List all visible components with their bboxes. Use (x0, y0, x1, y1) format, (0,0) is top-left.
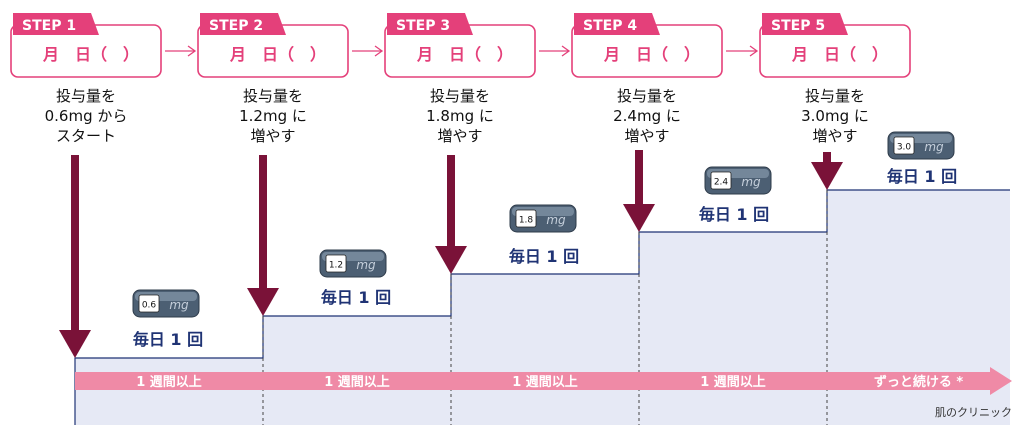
down-arrow-head (435, 246, 467, 274)
dose-pen: 0.6 mg (132, 289, 200, 318)
down-arrow-head (247, 288, 279, 316)
date-field: 月 日（ ） (42, 45, 139, 64)
dose-unit: mg (356, 258, 376, 272)
step-tag-label: STEP 4 (583, 18, 637, 34)
step-instruction: 増やす (437, 127, 482, 145)
down-arrow-head (59, 330, 91, 358)
duration-band: 1 週間以上 1 週間以上 1 週間以上 1 週間以上 ずっと続ける * (75, 367, 1012, 395)
step-instruction: 2.4mg に (613, 107, 681, 125)
date-field: 月 日（ ） (603, 45, 700, 64)
connector-head (749, 45, 759, 57)
down-arrow-shaft (259, 155, 267, 290)
dose-pen: 3.0 mg (887, 131, 955, 160)
dose-pen: 2.4 mg (704, 166, 772, 195)
step-tag-label: STEP 3 (396, 18, 450, 34)
connector-head (187, 45, 197, 57)
date-field: 月 日（ ） (416, 45, 513, 64)
frequency-label: 毎日 1 回 (509, 247, 579, 266)
dose-window (893, 136, 915, 155)
duration-arrow (75, 367, 1012, 395)
down-arrow-shaft (447, 155, 455, 248)
dose-unit: mg (924, 140, 944, 154)
step-tag-label: STEP 5 (771, 18, 825, 34)
duration-label: 1 週間以上 (324, 375, 390, 390)
step-instruction: 増やす (250, 127, 295, 145)
step-instruction: スタート (56, 127, 116, 145)
step-tag (13, 13, 99, 35)
dose-window (710, 171, 732, 190)
frequency-label: 毎日 1 回 (887, 167, 957, 186)
staircase-fill (75, 190, 1010, 425)
credit-text: 肌のクリニック (935, 406, 1012, 419)
step-instruction: 1.2mg に (239, 107, 307, 125)
dose-badges: 0.6 mg 毎日 1 回 1.2 mg 毎日 1 回 1.8 mg 毎日 1 回 2.4 mg 毎日… (132, 131, 957, 349)
dose-value: 1.2 (329, 261, 343, 271)
duration-label: 1 週間以上 (700, 375, 766, 390)
frequency-label: 毎日 1 回 (699, 205, 769, 224)
step-instruction: 投与量を (805, 87, 865, 105)
dose-unit: mg (546, 213, 566, 227)
dose-window (515, 209, 537, 228)
down-arrows (59, 150, 843, 358)
connector-head (561, 45, 571, 57)
dose-value: 0.6 (142, 301, 157, 311)
dose-window (138, 294, 160, 313)
dose-window (325, 254, 347, 273)
dose-value: 2.4 (714, 178, 729, 188)
step-instruction: 投与量を (430, 87, 490, 105)
down-arrow-head (623, 204, 655, 232)
step-instruction: 投与量を (243, 87, 303, 105)
step-tag-label: STEP 2 (209, 18, 263, 34)
duration-label: ずっと続ける * (874, 374, 964, 390)
down-arrow-head (811, 162, 843, 190)
duration-label: 1 週間以上 (136, 375, 202, 390)
step-instruction: 増やす (624, 127, 669, 145)
dose-pen: 1.8 mg (509, 204, 577, 233)
date-field: 月 日（ ） (229, 45, 326, 64)
step-instruction: 0.6mg から (45, 107, 128, 125)
step-tag (200, 13, 286, 35)
step-instruction: 1.8mg に (426, 107, 494, 125)
down-arrow-shaft (635, 150, 643, 206)
step-instruction: 投与量を (56, 87, 116, 105)
dose-unit: mg (169, 298, 189, 312)
dose-unit: mg (741, 175, 761, 189)
step-tag-label: STEP 1 (22, 18, 76, 34)
step-instruction: 3.0mg に (801, 107, 869, 125)
step-instruction: 増やす (812, 127, 857, 145)
duration-label: 1 週間以上 (512, 375, 578, 390)
date-field: 月 日（ ） (791, 45, 888, 64)
frequency-label: 毎日 1 回 (321, 288, 391, 307)
dose-pen: 1.2 mg (319, 249, 387, 278)
dose-value: 3.0 (897, 143, 912, 153)
down-arrow-shaft (71, 155, 79, 332)
frequency-label: 毎日 1 回 (133, 330, 203, 349)
down-arrow-shaft (823, 152, 831, 164)
step-instruction: 投与量を (617, 87, 677, 105)
dose-value: 1.8 (519, 216, 534, 226)
step-tag (762, 13, 848, 35)
step-tag (574, 13, 660, 35)
connector-head (374, 45, 384, 57)
step-tag (387, 13, 473, 35)
